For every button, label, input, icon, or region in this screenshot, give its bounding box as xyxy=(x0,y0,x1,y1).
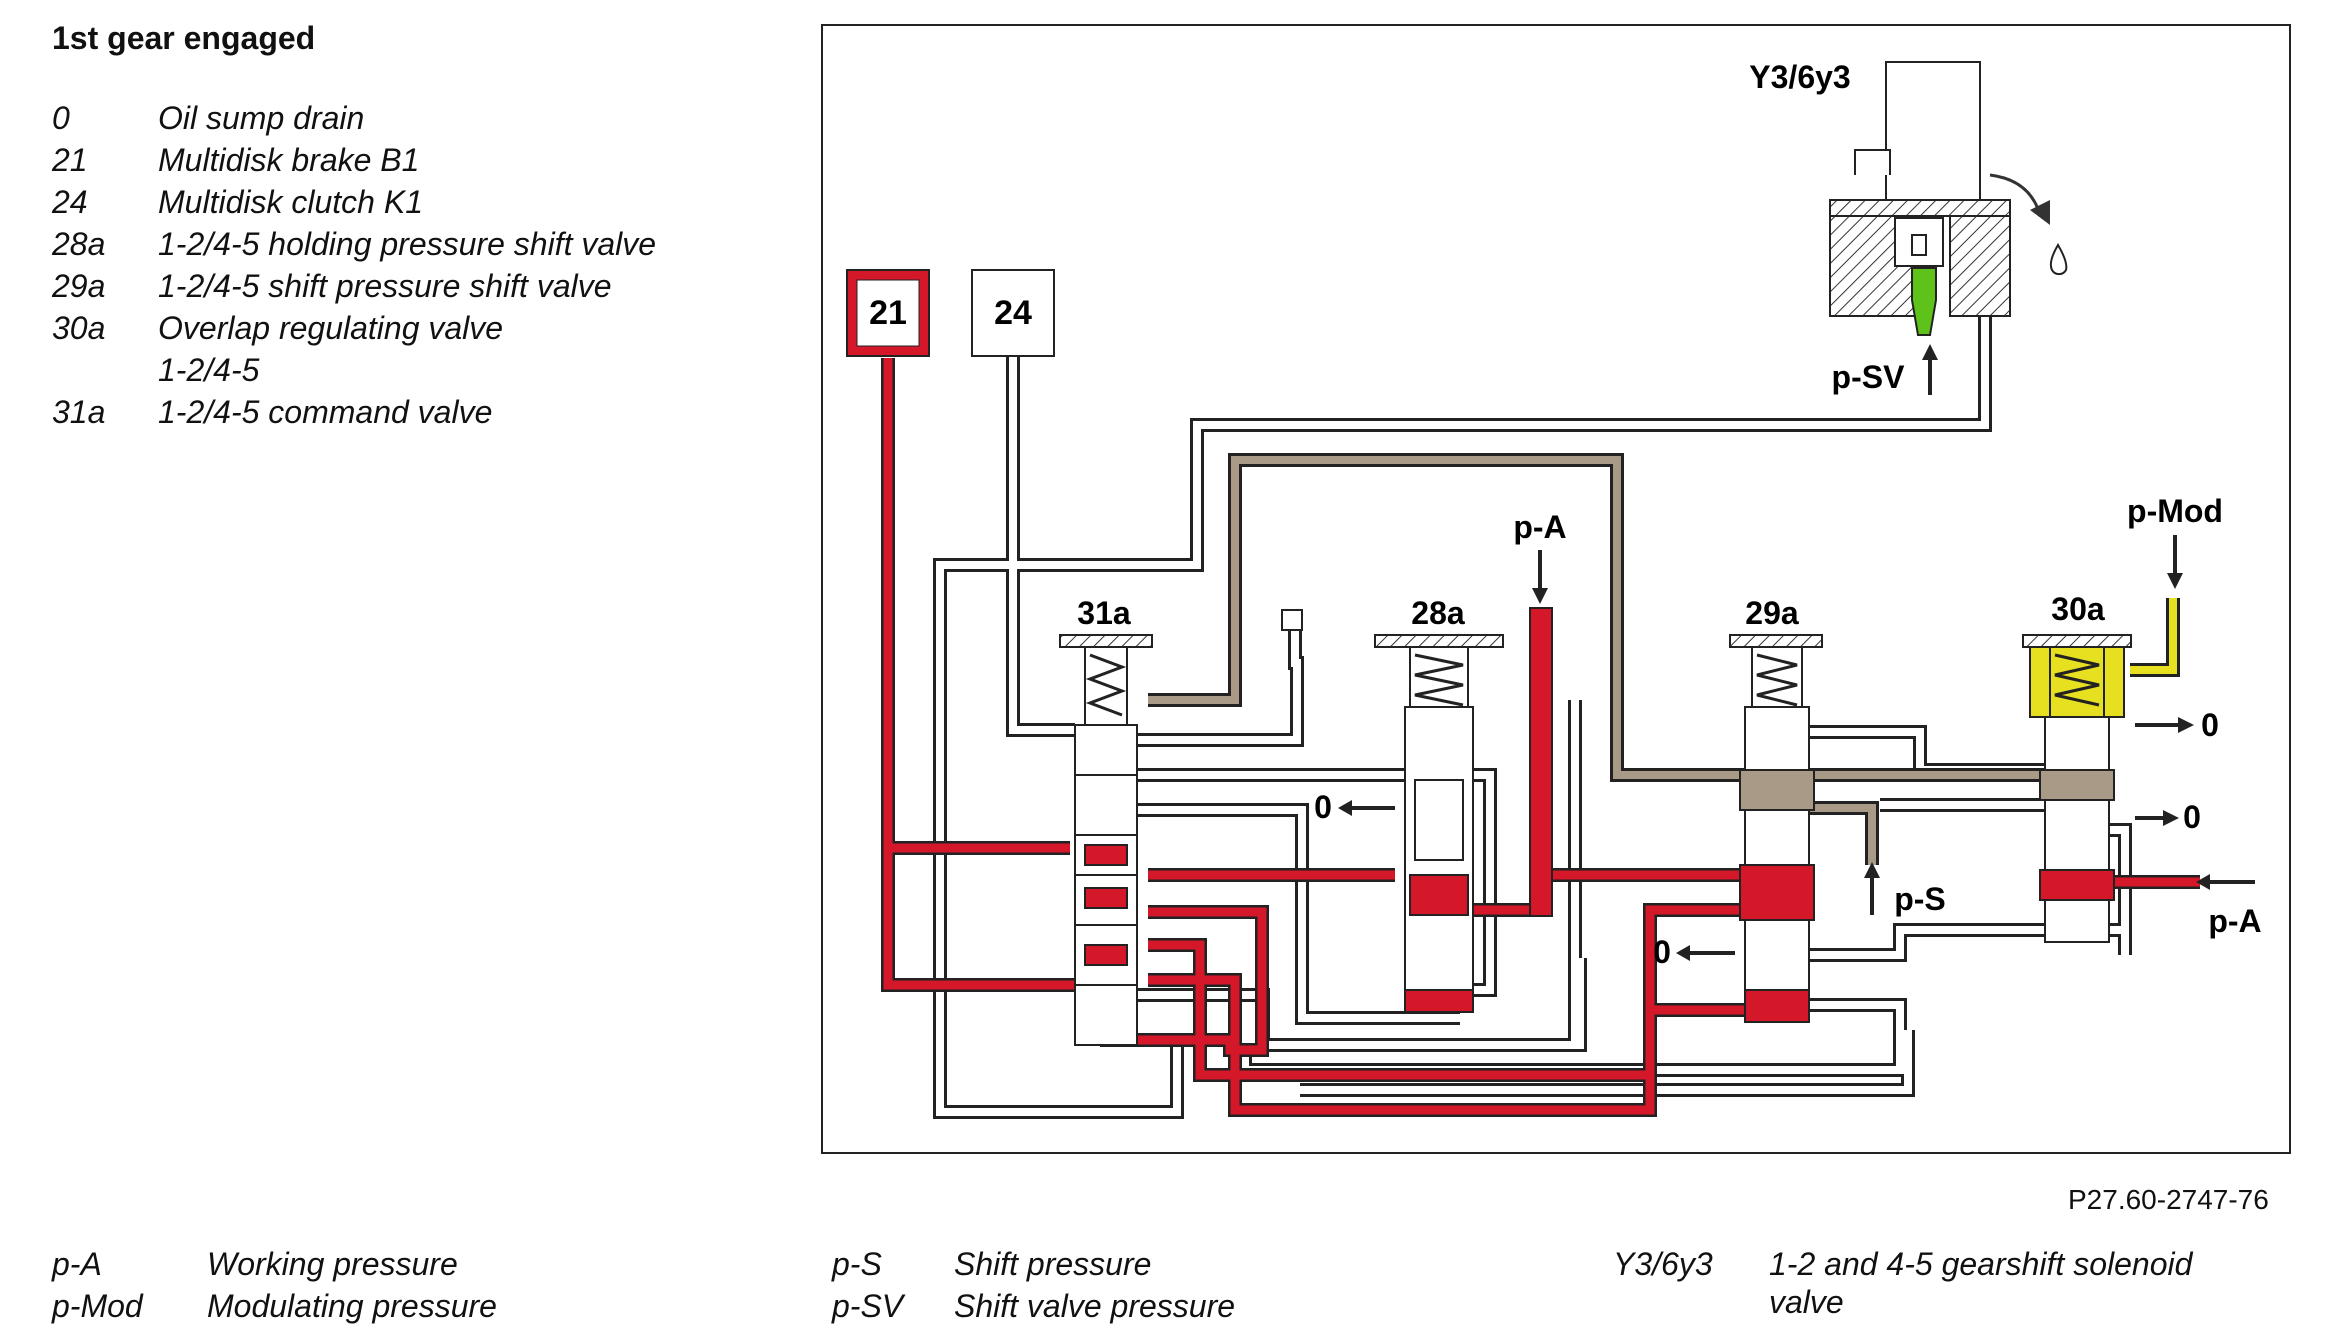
legend-code: 21 xyxy=(52,142,88,178)
valve-29a-label: 29a xyxy=(1745,595,1799,631)
solenoid-valve: Y3/6y3 p-SV xyxy=(1749,59,2068,395)
footer-desc: Shift valve pressure xyxy=(954,1288,1236,1324)
legend-desc: Overlap regulating valve xyxy=(158,310,504,346)
legend-desc: 1-2/4-5 command valve xyxy=(158,394,493,430)
legend-code: 30a xyxy=(52,310,106,346)
legend-code: 28a xyxy=(52,226,106,262)
shift-pressure-lines xyxy=(1148,453,2105,865)
legend-code: 31a xyxy=(52,394,106,430)
footer-code: p-Mod xyxy=(52,1288,143,1324)
p-mod-label: p-Mod xyxy=(2127,493,2223,529)
drain-30a-upper-label: 0 xyxy=(2201,707,2219,743)
legend-code: 24 xyxy=(52,184,88,220)
legend-desc: Oil sump drain xyxy=(158,100,365,136)
footer-code: p-S xyxy=(832,1246,882,1282)
valve-31a-label: 31a xyxy=(1077,595,1131,631)
p-a-top-input: p-A xyxy=(1513,509,1567,604)
valve-29a: 29a 0 p-S xyxy=(1653,595,1946,1023)
page-title: 1st gear engaged xyxy=(52,20,316,56)
legend-code: 29a xyxy=(52,268,106,304)
clutch-k1-box: 24 xyxy=(971,269,1055,357)
footer-code: p-SV xyxy=(832,1288,904,1324)
legend-desc: Multidisk brake B1 xyxy=(158,142,420,178)
valve-31a: 31a xyxy=(1059,595,1153,1046)
valve-28a-label: 28a xyxy=(1411,595,1465,631)
modulating-pressure-line xyxy=(2130,598,2180,677)
p-a-top-label: p-A xyxy=(1513,509,1566,545)
diagram-frame xyxy=(821,24,2291,1154)
legend-desc: 1-2/4-5 holding pressure shift valve xyxy=(158,226,657,262)
legend-code: 0 xyxy=(52,100,70,136)
drain-30a-lower-label: 0 xyxy=(2183,799,2201,835)
legend-desc: 1-2/4-5 xyxy=(158,352,260,388)
p-sv-label: p-SV xyxy=(1832,359,1906,395)
legend-desc: Multidisk clutch K1 xyxy=(158,184,423,220)
drain-28a-label: 0 xyxy=(1314,789,1332,825)
p-a-input-bar xyxy=(1529,607,1553,917)
p-a-right-label: p-A xyxy=(2208,903,2261,939)
valve-28a: 28a 0 xyxy=(1314,595,1504,1013)
figure-reference: P27.60-2747-76 xyxy=(2068,1184,2269,1215)
p-s-label: p-S xyxy=(1894,881,1946,917)
valve-30a-label: 30a xyxy=(2051,591,2105,627)
footer-code: p-A xyxy=(52,1246,102,1282)
footer-desc: valve xyxy=(1769,1284,1844,1320)
legend-desc: 1-2/4-5 shift pressure shift valve xyxy=(158,268,612,304)
footer-desc: Modulating pressure xyxy=(207,1288,497,1324)
footer-desc: Shift pressure xyxy=(954,1246,1152,1282)
footer-code: Y3/6y3 xyxy=(1613,1246,1713,1282)
valve-30a: 30a p-Mod 0 0 p-A xyxy=(2022,493,2262,943)
footer-desc: 1-2 and 4-5 gearshift solenoid xyxy=(1769,1246,2193,1282)
solenoid-label: Y3/6y3 xyxy=(1749,59,1850,95)
brake-b1-box: 21 xyxy=(846,269,930,357)
footer-desc: Working pressure xyxy=(207,1246,458,1282)
box-21-label: 21 xyxy=(869,294,907,332)
drain-29a-label: 0 xyxy=(1653,934,1671,970)
box-24-label: 24 xyxy=(994,294,1032,332)
vent-port xyxy=(1281,609,1303,631)
